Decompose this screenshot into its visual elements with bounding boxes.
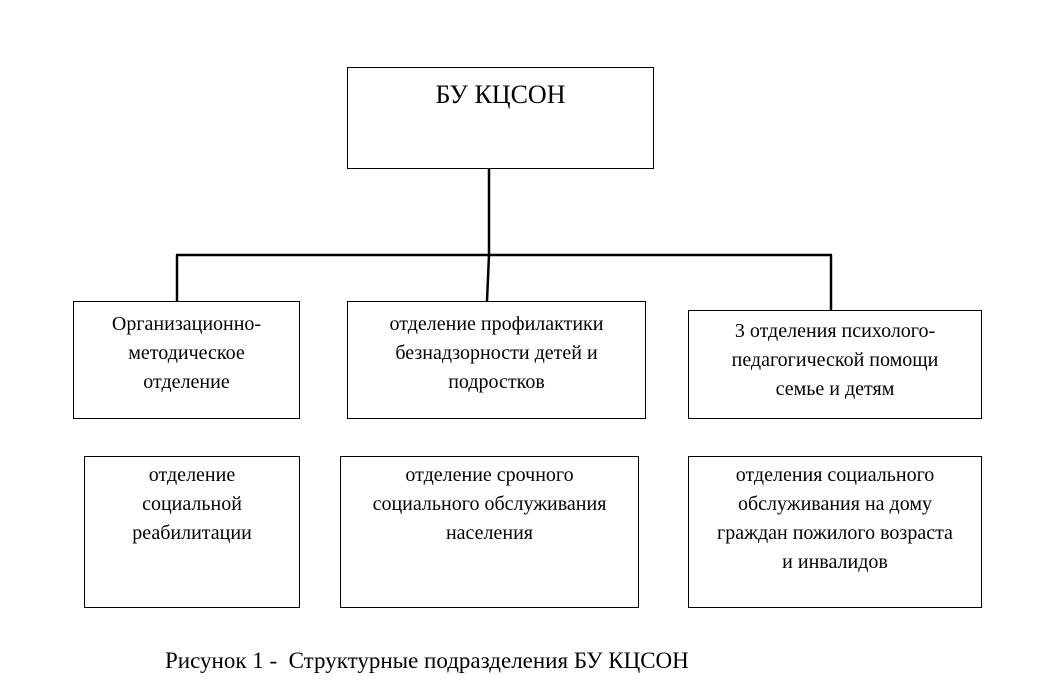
root-box-bu-kcson: БУ КЦСОН bbox=[347, 67, 654, 169]
dept-label-urgent-social-service: отделение срочного социального обслужива… bbox=[372, 464, 607, 544]
dept-label-psych-pedagogical: 3 отделения психолого- педагогической по… bbox=[731, 320, 939, 400]
dept-box-home-social-service: отделения социального обслуживания на до… bbox=[688, 456, 982, 608]
dept-box-urgent-social-service: отделение срочного социального обслужива… bbox=[340, 456, 639, 608]
dept-box-prevention: отделение профилактики безнадзорности де… bbox=[347, 301, 646, 419]
dept-label-prevention: отделение профилактики безнадзорности де… bbox=[389, 313, 604, 393]
figure-caption: Рисунок 1 - Структурные подразделения БУ… bbox=[165, 648, 689, 673]
root-label: БУ КЦСОН bbox=[435, 80, 566, 109]
dept-box-org-method: Организационно- методическое отделение bbox=[73, 301, 300, 419]
dept-box-psych-pedagogical: 3 отделения психолого- педагогической по… bbox=[688, 310, 982, 419]
dept-label-org-method: Организационно- методическое отделение bbox=[111, 313, 262, 393]
dept-label-home-social-service: отделения социального обслуживания на до… bbox=[717, 464, 953, 573]
connector-to-prevention-dept bbox=[485, 254, 491, 302]
dept-label-social-rehabilitation: отделение социальной реабилитации bbox=[132, 464, 252, 544]
dept-box-social-rehabilitation: отделение социальной реабилитации bbox=[84, 456, 300, 608]
